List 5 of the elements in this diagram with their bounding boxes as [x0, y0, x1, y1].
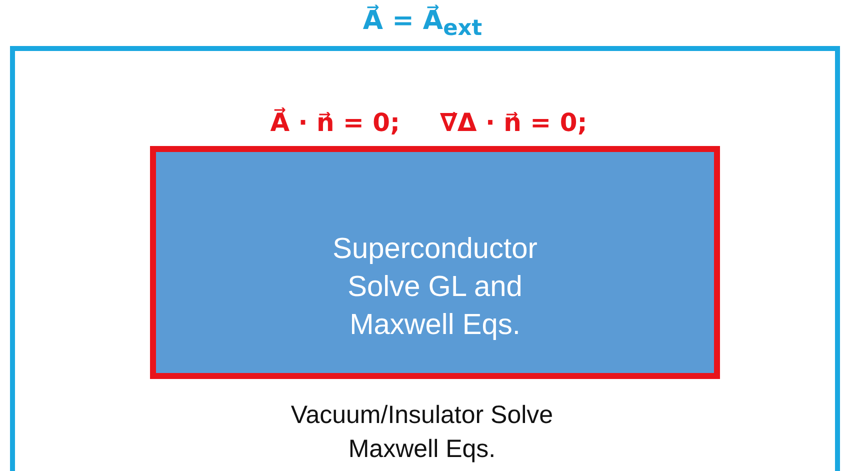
boundary-condition: A⃗ = A⃗$_{ext}$	[362, 6, 484, 42]
boundary-condition: ∇⃗Δ · n⃗ = 0;	[440, 108, 588, 137]
region-label: Vacuum/Insulator Solve Maxwell Eqs.	[290, 400, 554, 465]
region-label: Superconductor Solve GL and Maxwell Eqs.	[332, 232, 538, 343]
boundary-condition: A⃗ · n⃗ = 0;	[270, 108, 400, 137]
